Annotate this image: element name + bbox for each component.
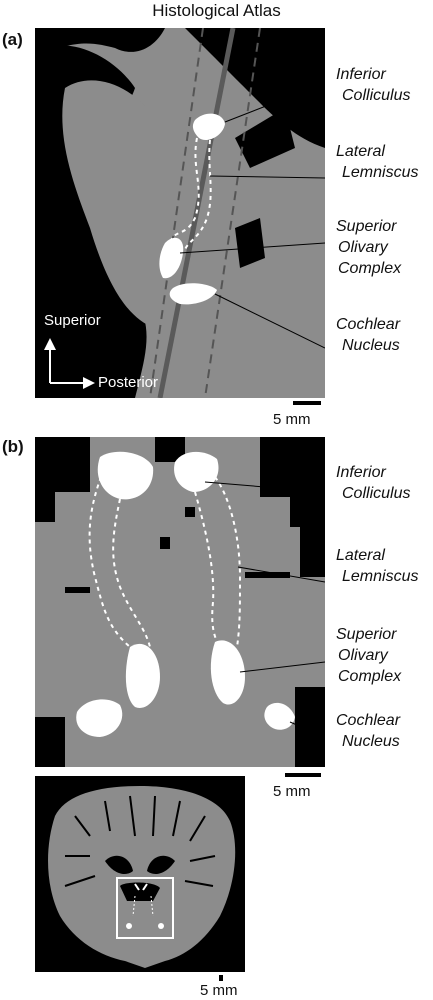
label-b-inferior-colliculus: Inferior Colliculus: [336, 464, 411, 502]
label-a-inferior-colliculus: Inferior Colliculus: [336, 66, 411, 104]
panel-a-image: [35, 28, 325, 398]
panel-b-image: [35, 437, 325, 767]
scale-bar-b: [285, 773, 321, 777]
orientation-posterior-label: Posterior: [98, 374, 159, 391]
scale-label-a: 5 mm: [273, 411, 311, 428]
inset-brain-section: [35, 776, 245, 972]
panel-b-letter: (b): [2, 437, 24, 456]
scale-bar-inset: [219, 975, 223, 981]
label-a-superior-olivary-complex: Superior Olivary Complex: [336, 218, 402, 277]
panel-a-letter: (a): [2, 30, 23, 49]
scale-label-inset: 5 mm: [200, 982, 238, 999]
label-b-superior-olivary-complex: Superior Olivary Complex: [336, 626, 402, 685]
figure-title: Histological Atlas: [152, 1, 281, 20]
label-a-lateral-lemniscus: Lateral Lemniscus: [336, 143, 419, 181]
scale-bar-a: [293, 401, 321, 405]
label-a-cochlear-nucleus: Cochlear Nucleus: [336, 316, 401, 354]
label-b-lateral-lemniscus: Lateral Lemniscus: [336, 547, 419, 585]
label-b-cochlear-nucleus: Cochlear Nucleus: [336, 712, 401, 750]
scale-label-b: 5 mm: [273, 783, 311, 800]
orientation-superior-label: Superior: [44, 312, 101, 329]
